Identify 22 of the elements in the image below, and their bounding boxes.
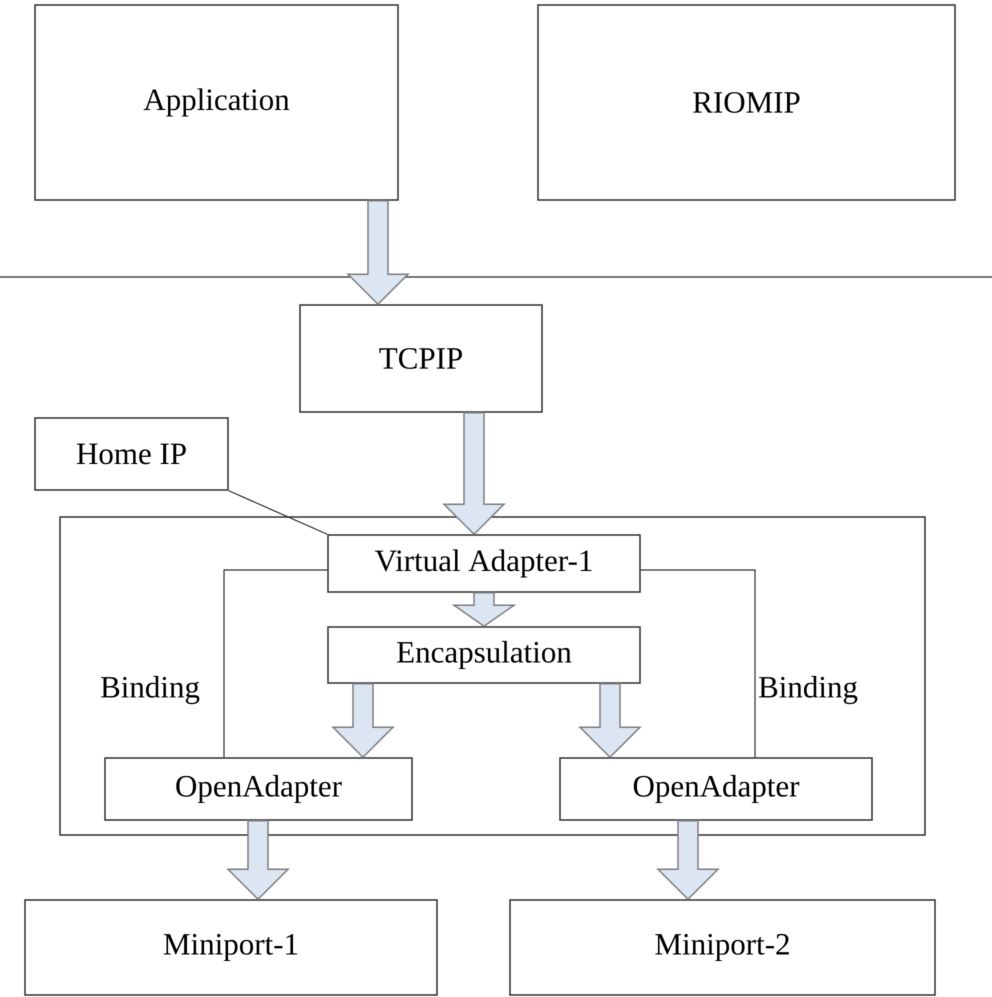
text-box: Home IP — [34, 417, 229, 491]
block-arrow — [331, 683, 395, 758]
block-arrow — [346, 200, 410, 306]
block-arrow — [656, 820, 720, 900]
block-arrow — [452, 592, 516, 628]
text-box: TCPIP — [299, 304, 543, 413]
text-box: Miniport-2 — [509, 899, 936, 996]
component-box: OpenAdapter — [559, 757, 873, 821]
leader-line — [228, 490, 328, 535]
block-arrow — [442, 412, 506, 536]
block-arrow — [578, 683, 642, 758]
text-box: RIOMIP — [537, 4, 956, 201]
component-box: OpenAdapter — [104, 757, 413, 821]
component-box: Encapsulation — [327, 626, 641, 684]
text-box: Application — [34, 4, 399, 201]
component-box: Virtual Adapter-1 — [327, 534, 641, 593]
block-arrow — [226, 820, 290, 900]
edge-label: Binding — [100, 676, 200, 704]
connector-line — [223, 569, 328, 758]
connector-line — [640, 569, 756, 758]
edge-label: Binding — [758, 676, 858, 704]
text-box: Miniport-1 — [24, 899, 438, 996]
